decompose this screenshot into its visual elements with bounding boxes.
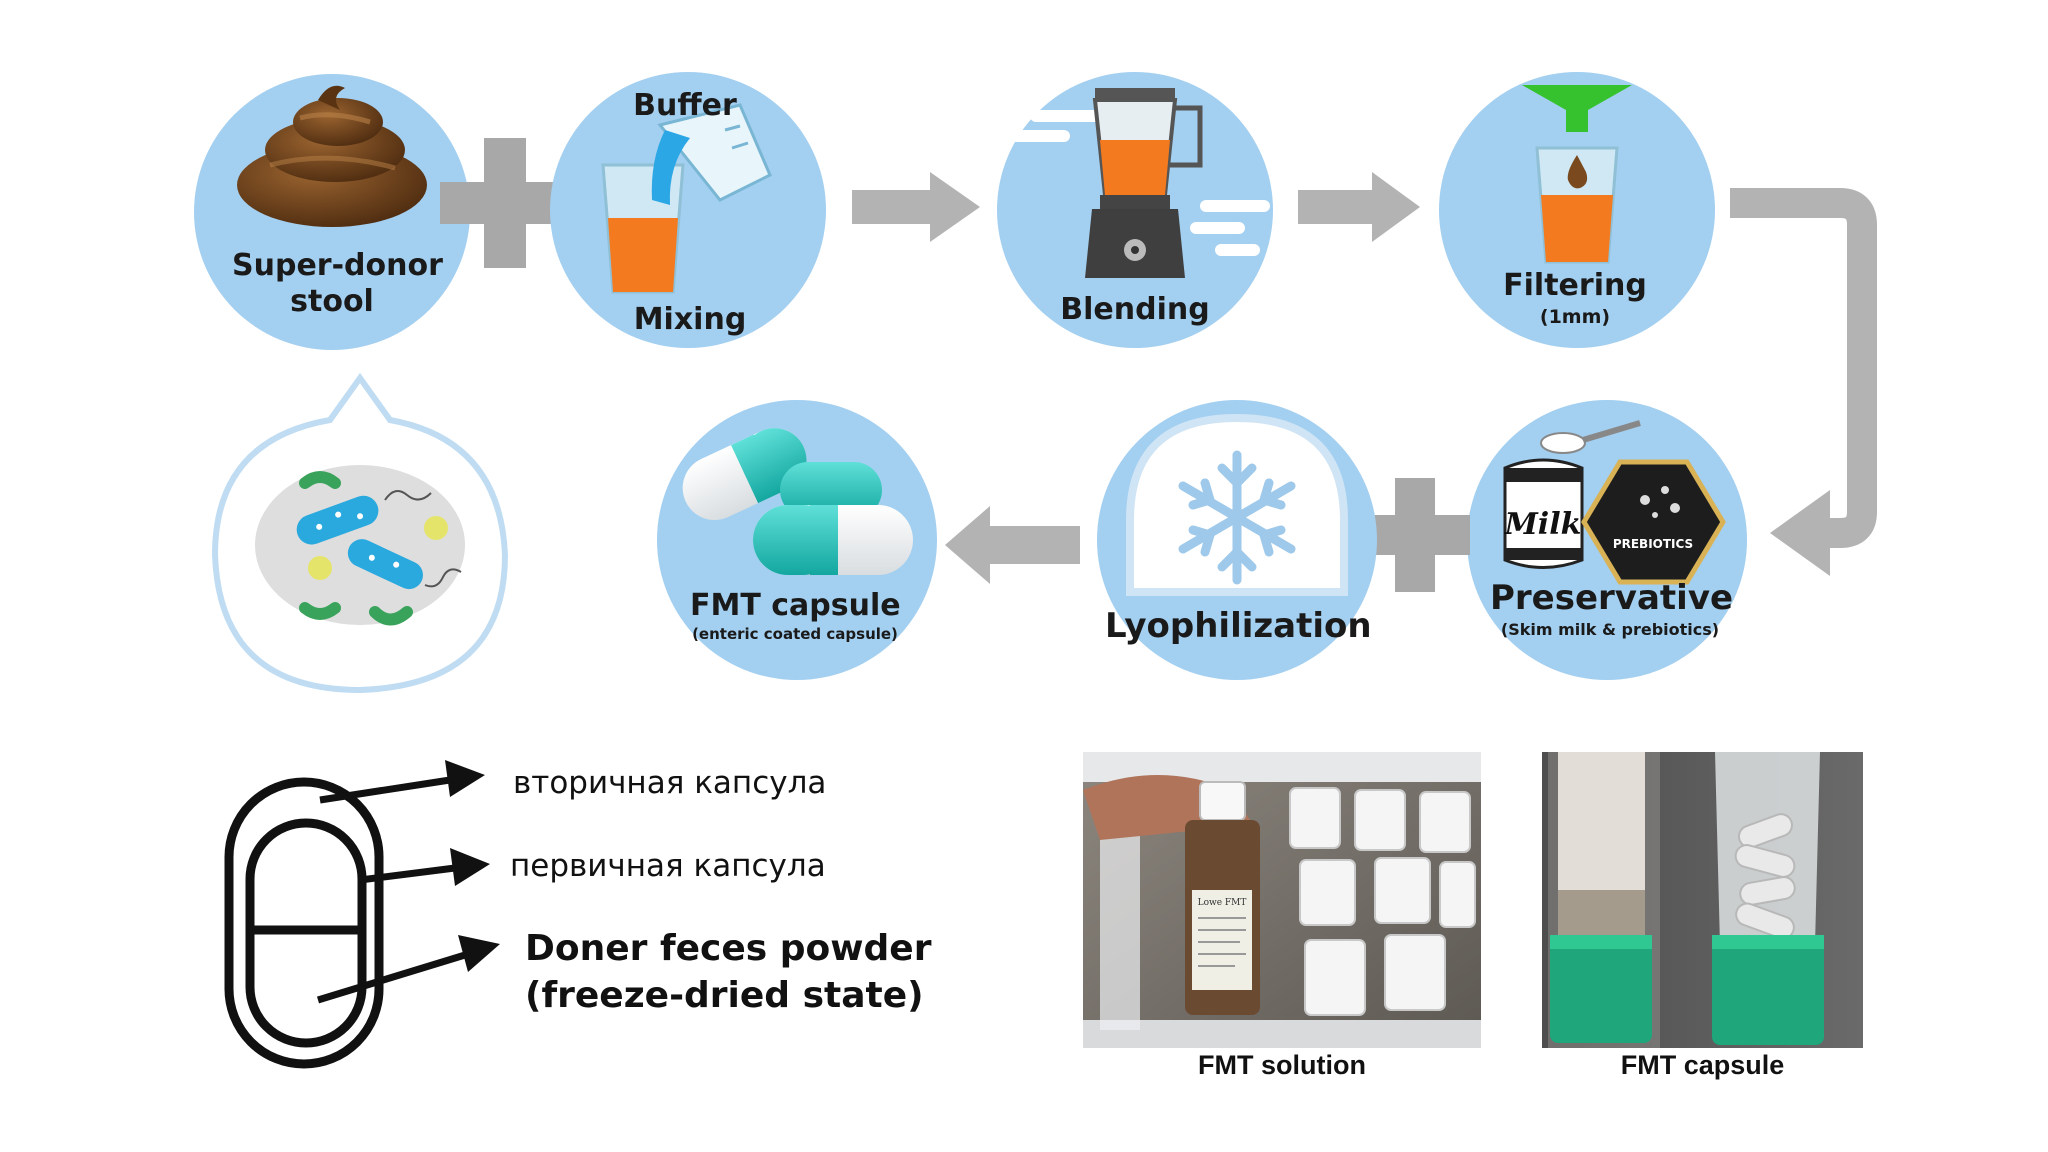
fmt-capsule-label: FMT capsule (690, 588, 901, 623)
stool-icon (237, 85, 427, 227)
fmt-solution-photo: Lowe FMT (1083, 752, 1481, 1048)
milk-can-icon: Milk (1503, 458, 1584, 569)
prebiotics-text: PREBIOTICS (1613, 537, 1693, 551)
plus-icon-1 (440, 138, 570, 268)
fmt-capsule-sub-label: (enteric coated capsule) (692, 625, 898, 643)
arrow-right-2 (1298, 172, 1420, 242)
buffer-label: Buffer (633, 88, 737, 123)
fmt-capsule-photo-caption: FMT capsule (1620, 1050, 1785, 1080)
arrow-right-1 (852, 172, 980, 242)
powder-label-line1: Doner feces powder (525, 928, 932, 969)
super-donor-label: Super-donor (232, 248, 443, 283)
mixing-glass-icon (601, 163, 685, 294)
bottle-label-text: Lowe FMT (1198, 898, 1247, 908)
spoon-icon (1540, 420, 1641, 454)
measuring-cup-icon (651, 103, 772, 205)
filter-glass-icon (1535, 146, 1619, 264)
arrow-curve-down (1730, 188, 1877, 548)
blender-icon (1085, 88, 1203, 278)
powder-label-line2: (freeze-dried state) (525, 975, 924, 1016)
primary-capsule-label: первичная капсула (510, 848, 826, 884)
microbiome-bubble (211, 372, 509, 694)
preservative-sub-label: (Skim milk & prebiotics) (1500, 620, 1720, 639)
filtering-label: Filtering (1503, 268, 1647, 303)
snowflake-icon (1178, 450, 1296, 585)
fmt-solution-caption: FMT solution (1198, 1050, 1366, 1080)
funnel-icon (1522, 85, 1632, 132)
fmt-capsule-photo (1542, 752, 1863, 1048)
blending-label: Blending (1060, 292, 1210, 327)
arrow-left (945, 506, 1080, 584)
mixing-label: Mixing (633, 302, 747, 337)
secondary-capsule-label: вторичная капсула (513, 765, 827, 801)
speed-lines (1010, 110, 1270, 256)
prebiotics-hexagon-icon: PREBIOTICS (1581, 459, 1726, 585)
capsules-icon (682, 428, 913, 575)
stool-label: stool (290, 284, 374, 319)
lyophilization-label: Lyophilization (1105, 606, 1372, 646)
filtering-sub-label: (1mm) (1539, 306, 1611, 328)
legend-arrows (316, 760, 500, 1004)
milk-text: Milk (1504, 507, 1582, 542)
preservative-label: Preservative (1490, 578, 1734, 618)
capsule-outline-diagram (224, 777, 384, 1069)
